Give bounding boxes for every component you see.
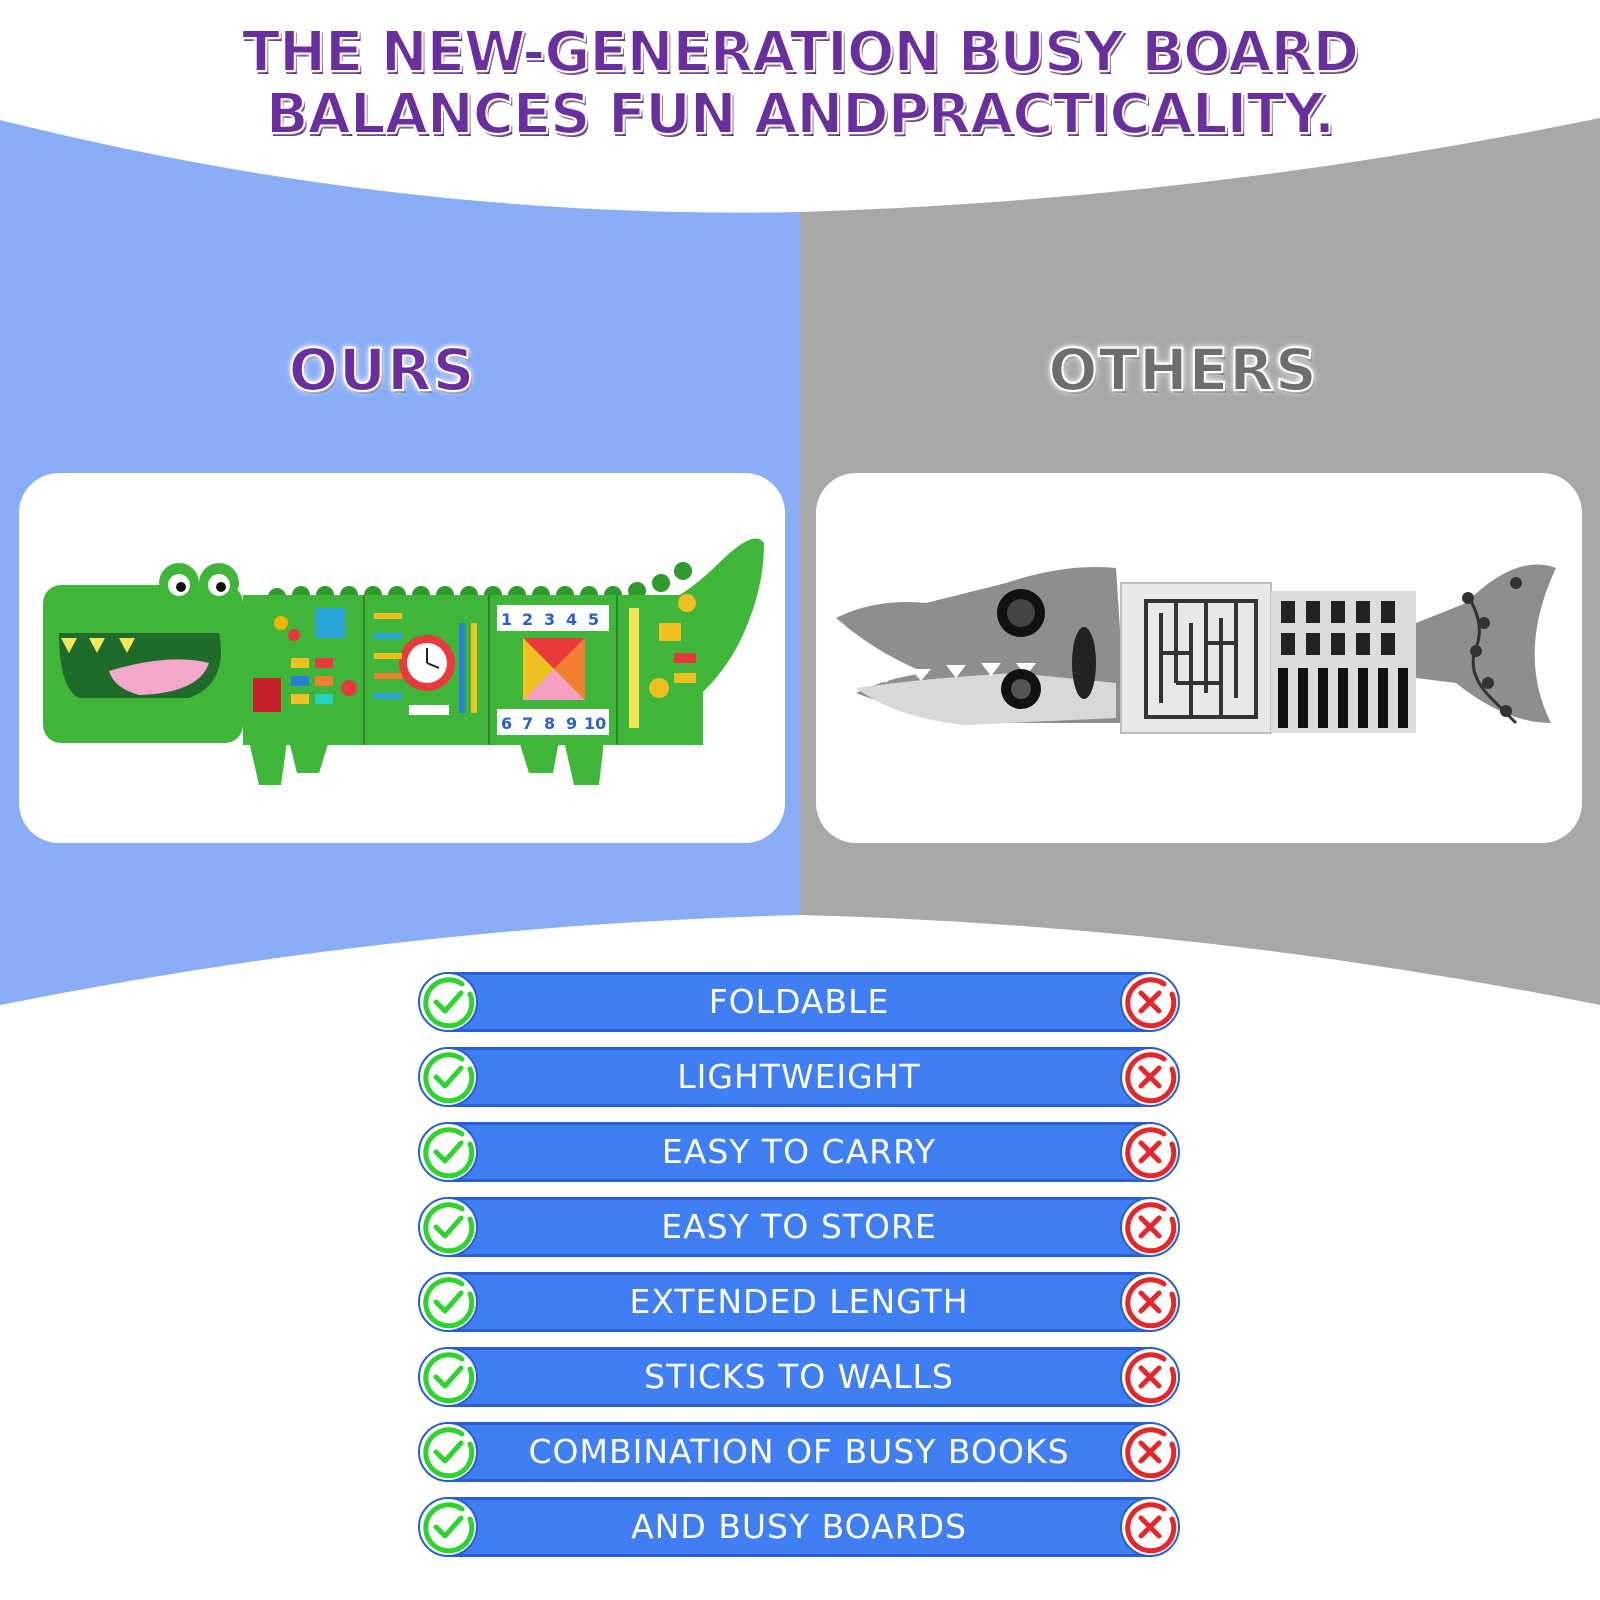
svg-text:10: 10 <box>584 714 606 733</box>
cross-icon <box>1120 1497 1180 1557</box>
feature-comparison-list: FOLDABLE LIGHTWEIGHT EASY TO CARRY EASY TO … <box>416 970 1182 1570</box>
feature-row-bar <box>420 1047 1178 1107</box>
cross-icon <box>1120 1422 1180 1482</box>
ours-label: OURS <box>288 335 476 405</box>
check-icon <box>418 1122 478 1182</box>
feature-label: COMBINATION OF BUSY BOOKS <box>528 1432 1070 1471</box>
feature-row: STICKS TO WALLS <box>416 1345 1182 1409</box>
check-icon <box>418 1272 478 1332</box>
feature-label: FOLDABLE <box>708 982 890 1021</box>
feature-row-bar <box>420 1272 1178 1332</box>
svg-text:6: 6 <box>501 714 512 733</box>
svg-text:5: 5 <box>588 610 599 629</box>
feature-row-bar <box>420 1122 1178 1182</box>
check-icon <box>418 1422 478 1482</box>
feature-label: EXTENDED LENGTH <box>629 1282 969 1321</box>
feature-row: EASY TO STORE <box>416 1195 1182 1259</box>
feature-row-bar <box>420 972 1178 1032</box>
others-product-card <box>816 473 1582 843</box>
feature-label: EASY TO CARRY <box>661 1132 937 1171</box>
check-icon <box>418 1047 478 1107</box>
cross-icon <box>1120 1122 1180 1182</box>
svg-text:1: 1 <box>501 610 512 629</box>
svg-text:3: 3 <box>544 610 555 629</box>
check-icon <box>418 1497 478 1557</box>
feature-row: LIGHTWEIGHT <box>416 1045 1182 1109</box>
feature-label: LIGHTWEIGHT <box>677 1057 921 1096</box>
cross-icon <box>1120 1272 1180 1332</box>
svg-text:9: 9 <box>566 714 577 733</box>
check-icon <box>418 1197 478 1257</box>
headline: THE NEW-GENERATION BUSY BOARD BALANCES F… <box>0 20 1600 147</box>
cross-icon <box>1120 1347 1180 1407</box>
feature-row-bar <box>420 1197 1178 1257</box>
feature-label: EASY TO STORE <box>661 1207 937 1246</box>
headline-line-2: BALANCES FUN ANDPRACTICALITY. <box>265 82 1336 147</box>
feature-row: FOLDABLE <box>416 970 1182 1034</box>
feature-row-bar <box>420 1497 1178 1557</box>
svg-text:7: 7 <box>522 714 533 733</box>
feature-row-bar <box>420 1422 1178 1482</box>
feature-label: AND BUSY BOARDS <box>631 1507 967 1546</box>
svg-text:8: 8 <box>544 714 555 733</box>
feature-row: EASY TO CARRY <box>416 1120 1182 1184</box>
grey-wooden-board-image <box>836 564 1556 734</box>
svg-text:2: 2 <box>522 610 533 629</box>
cross-icon <box>1120 1047 1180 1107</box>
cross-icon <box>1120 972 1180 1032</box>
check-icon <box>418 1347 478 1407</box>
feature-label: STICKS TO WALLS <box>644 1357 954 1396</box>
others-label: OTHERS <box>1047 335 1318 405</box>
feature-row: COMBINATION OF BUSY BOOKS <box>416 1420 1182 1484</box>
cross-icon <box>1120 1197 1180 1257</box>
feature-row-bar <box>420 1347 1178 1407</box>
feature-row: AND BUSY BOARDS <box>416 1495 1182 1559</box>
headline-line-1: THE NEW-GENERATION BUSY BOARD <box>241 20 1360 85</box>
svg-text:4: 4 <box>566 610 577 629</box>
feature-row: EXTENDED LENGTH <box>416 1270 1182 1334</box>
check-icon <box>418 972 478 1032</box>
